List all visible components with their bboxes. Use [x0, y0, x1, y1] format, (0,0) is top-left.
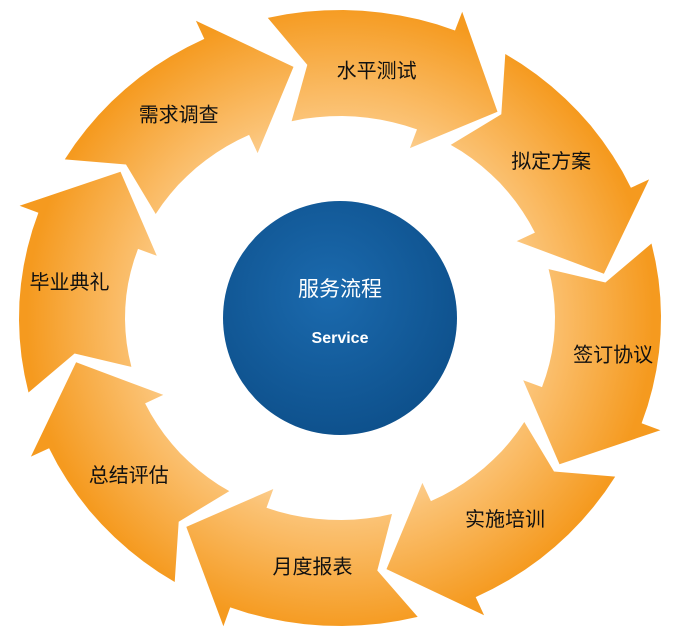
center-circle: [223, 201, 457, 435]
center-title: 服务流程: [298, 277, 382, 301]
process-arrow-3: [523, 243, 661, 465]
step-label-8: 需求调查: [139, 102, 219, 126]
process-arrows: [19, 10, 661, 627]
step-label-5: 月度报表: [273, 554, 353, 578]
step-label-2: 拟定方案: [511, 149, 591, 173]
step-label-6: 总结评估: [89, 463, 169, 487]
process-arrow-1: [267, 10, 498, 149]
process-arrow-5: [186, 489, 418, 627]
process-arrow-2: [450, 54, 650, 274]
step-label-1: 水平测试: [337, 59, 417, 83]
step-label-3: 签订协议: [573, 343, 653, 367]
process-arrow-4: [386, 422, 616, 616]
process-arrow-8: [64, 20, 294, 215]
center-subtitle: Service: [312, 330, 369, 347]
process-arrow-7: [19, 171, 157, 393]
step-label-7: 毕业典礼: [30, 270, 110, 294]
process-arrow-6: [30, 362, 230, 582]
step-label-4: 实施培训: [465, 507, 545, 531]
